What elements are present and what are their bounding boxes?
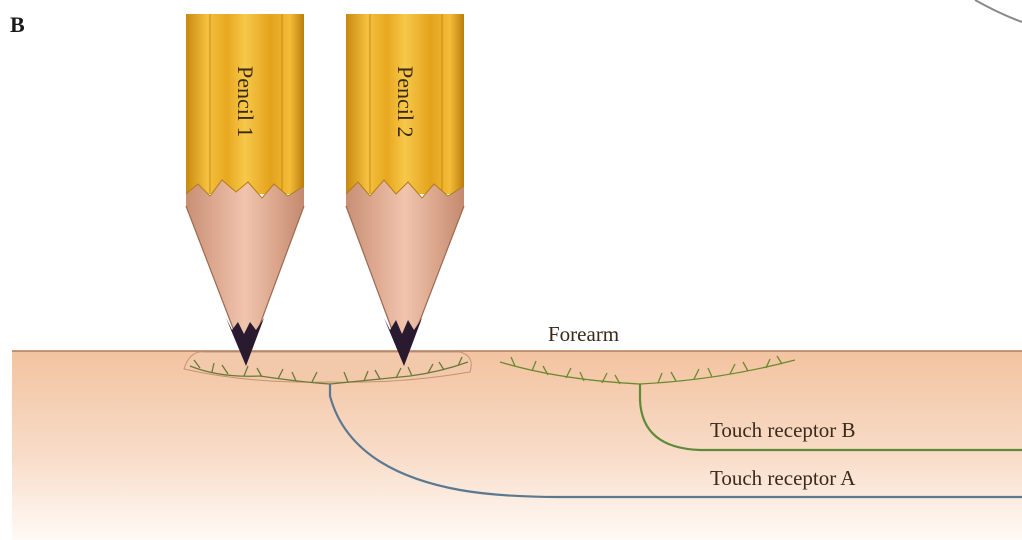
forearm-skin: [12, 351, 1022, 540]
panel-letter: B: [10, 12, 25, 38]
forearm-label: Forearm: [548, 322, 619, 347]
touch-receptor-b-label: Touch receptor B: [710, 418, 855, 443]
pencil-2-label: Pencil 2: [392, 66, 418, 138]
pencil-1-label: Pencil 1: [232, 66, 258, 138]
touch-receptor-a-label: Touch receptor A: [710, 466, 855, 491]
partial-curve: [975, 0, 1022, 22]
